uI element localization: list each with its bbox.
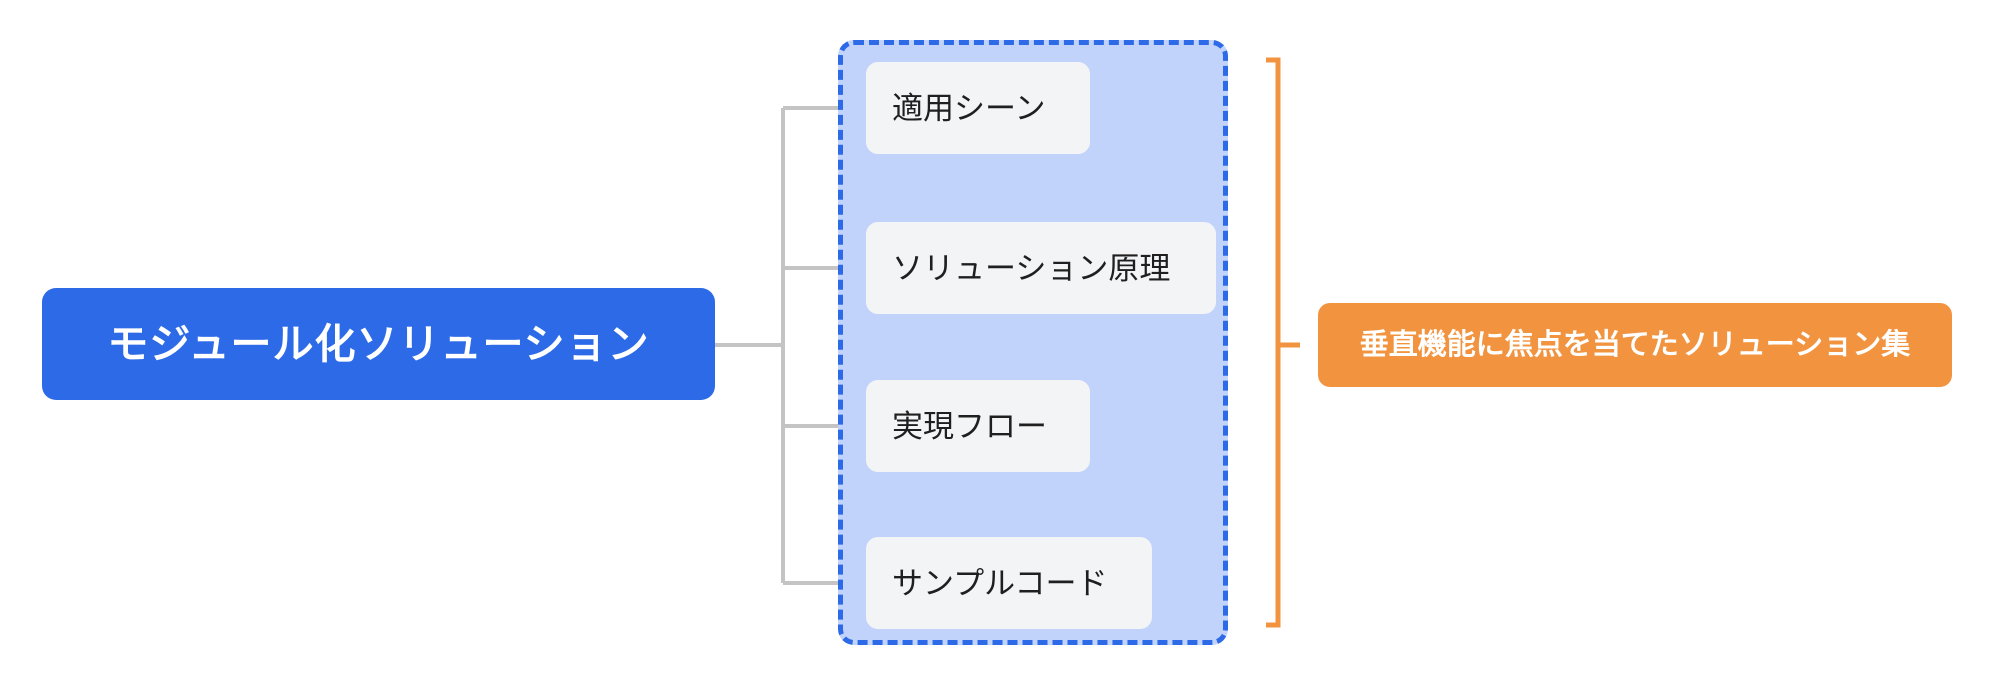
- root-node-label: モジュール化ソリューション: [107, 320, 650, 367]
- annotation-callout[interactable]: 垂直機能に焦点を当てたソリューション集: [1318, 303, 1952, 387]
- child-node-label: 実現フロー: [892, 408, 1047, 444]
- child-node-label: 適用シーン: [892, 90, 1046, 126]
- child-node-solution-principle[interactable]: ソリューション原理: [866, 222, 1216, 314]
- bracket-shape: [1266, 57, 1281, 628]
- annotation-callout-label: 垂直機能に焦点を当てたソリューション集: [1359, 328, 1911, 361]
- child-node-label: ソリューション原理: [892, 250, 1171, 286]
- child-node-sample-code[interactable]: サンプルコード: [866, 537, 1152, 629]
- child-node-applicable-scene[interactable]: 適用シーン: [866, 62, 1090, 154]
- root-node[interactable]: モジュール化ソリューション: [42, 288, 715, 400]
- child-node-label: サンプルコード: [892, 565, 1108, 601]
- child-node-implementation-flow[interactable]: 実現フロー: [866, 380, 1090, 472]
